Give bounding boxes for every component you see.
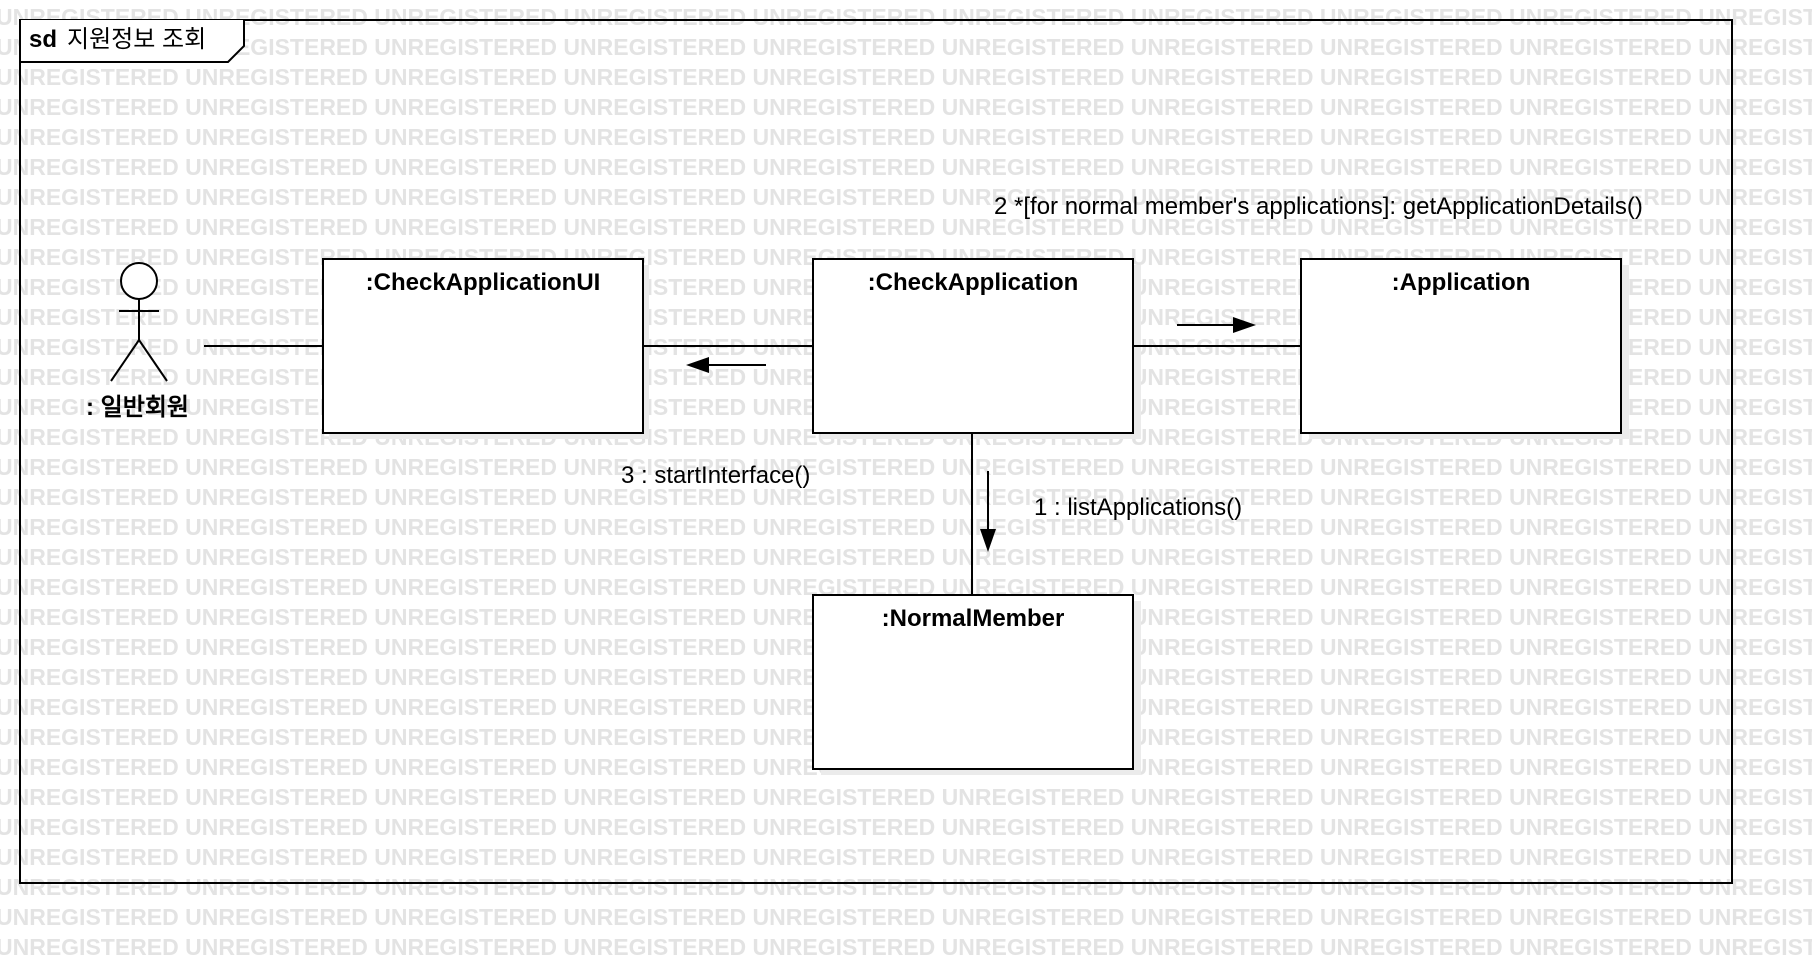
actor-label: : 일반회원: [86, 394, 189, 421]
message-arrow-3: [686, 357, 766, 373]
object-name-check-application-ui: :CheckApplicationUI: [365, 269, 601, 296]
object-check-application[interactable]: [812, 258, 1134, 434]
message-arrow-2: [1177, 317, 1256, 333]
frame-name: 지원정보 조회: [67, 26, 207, 53]
message-label-2: 2 *[for normal member's applications]: g…: [994, 193, 1643, 220]
frame-name-tab: [19, 20, 245, 63]
object-normal-member[interactable]: [812, 594, 1134, 770]
message-arrow-1: [980, 471, 996, 552]
object-name-application: :Application: [1391, 269, 1531, 296]
diagram-frame: [19, 19, 1733, 884]
message-label-1: 1 : listApplications(): [1034, 494, 1243, 521]
object-application[interactable]: [1300, 258, 1622, 434]
object-check-application-ui[interactable]: [322, 258, 644, 434]
message-label-3: 3 : startInterface(): [621, 462, 811, 489]
object-name-normal-member: :NormalMember: [881, 605, 1065, 632]
actor-figure-icon[interactable]: [110, 262, 168, 382]
frame-keyword: sd: [29, 26, 58, 53]
object-name-check-application: :CheckApplication: [867, 269, 1079, 296]
frame-title: sd 지원정보 조회: [29, 24, 206, 56]
